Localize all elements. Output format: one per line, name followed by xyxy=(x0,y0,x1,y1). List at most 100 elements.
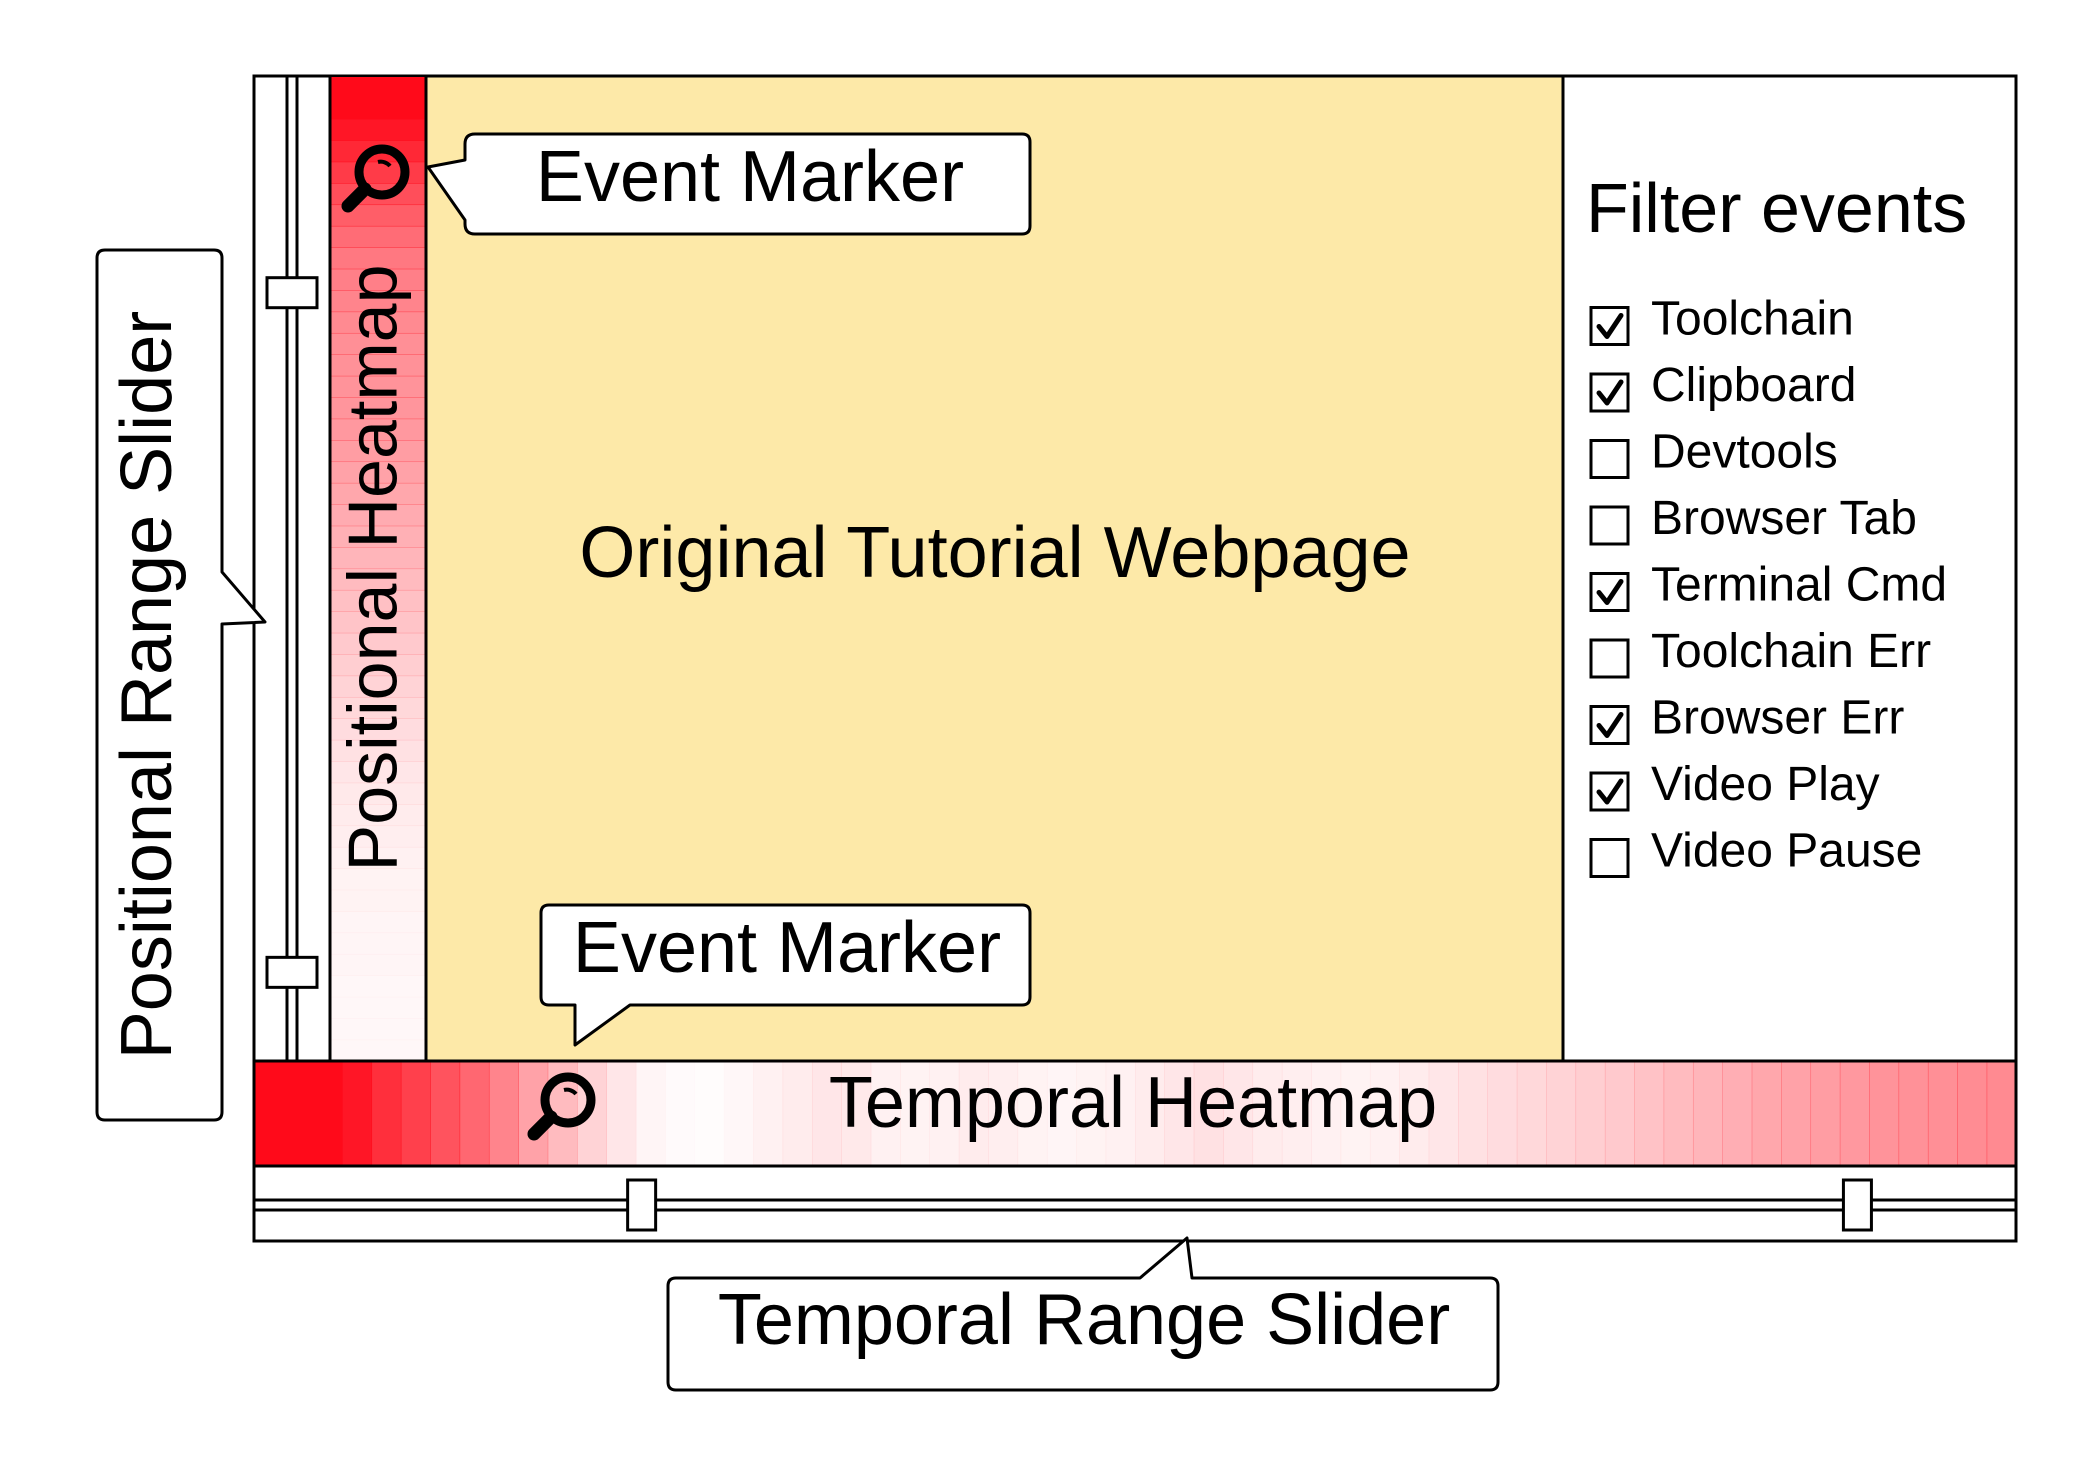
filter-checkbox[interactable] xyxy=(1589,439,1630,479)
temporal-heatmap-band xyxy=(1252,1061,1283,1166)
filter-checkbox[interactable] xyxy=(1589,771,1630,812)
positional-slider-handle-end[interactable] xyxy=(265,955,319,989)
temporal-heatmap-band xyxy=(958,1061,989,1166)
checkmark-icon xyxy=(1596,313,1624,339)
filter-item-label: Toolchain xyxy=(1651,293,1854,346)
positional-heatmap-band xyxy=(330,997,426,1019)
temporal-heatmap-band xyxy=(283,1061,314,1166)
positional-heatmap-band xyxy=(330,204,426,227)
filter-checkbox[interactable] xyxy=(1589,838,1630,878)
temporal-slider-handle-end[interactable] xyxy=(1841,1178,1873,1232)
temporal-slider-frame xyxy=(252,1164,2018,1243)
positional-heatmap-band xyxy=(330,461,426,484)
filter-title: Filter events xyxy=(1586,169,1967,247)
temporal-heatmap-band xyxy=(1311,1061,1342,1166)
webpage-label: Original Tutorial Webpage xyxy=(579,513,1410,593)
magnifier-icon[interactable] xyxy=(341,144,410,213)
temporal-range-slider[interactable] xyxy=(252,1164,2018,1243)
positional-heatmap-band xyxy=(330,525,426,548)
magnifier-icon[interactable] xyxy=(527,1072,596,1141)
temporal-heatmap-band xyxy=(988,1061,1019,1166)
positional-heatmap-band xyxy=(330,311,426,334)
positional-heatmap-band xyxy=(330,846,426,869)
positional-heatmap-band xyxy=(330,889,426,912)
event-marker-callout-bottom: Event Marker xyxy=(539,903,1032,1047)
event-marker-callout-top: Event Marker xyxy=(426,132,1032,236)
positional-heatmap-label: Positional Heatmap xyxy=(333,265,411,872)
temporal-heatmap-band xyxy=(400,1061,431,1166)
filter-item-label: Video Pause xyxy=(1651,825,1922,878)
temporal-range-slider-label: Temporal Range Slider xyxy=(718,1280,1450,1360)
filter-item-label: Devtools xyxy=(1651,426,1838,479)
filter-item[interactable]: Video Pause xyxy=(1589,825,1922,878)
temporal-heatmap-band xyxy=(841,1061,872,1166)
temporal-heatmap-band xyxy=(1575,1061,1606,1166)
temporal-heatmap-band xyxy=(1369,1061,1400,1166)
positional-heatmap-band xyxy=(330,332,426,355)
positional-heatmap-band xyxy=(330,782,426,805)
checkmark-icon xyxy=(1596,778,1624,805)
filter-item-label: Terminal Cmd xyxy=(1651,559,1947,612)
temporal-heatmap-label: Temporal Heatmap xyxy=(829,1063,1437,1143)
temporal-range-slider-callout: Temporal Range Slider xyxy=(666,1236,1500,1392)
filter-item[interactable]: Video Play xyxy=(1589,758,1880,812)
positional-heatmap-band xyxy=(330,504,426,527)
temporal-heatmap-band xyxy=(1487,1061,1518,1166)
positional-heatmap-band xyxy=(330,225,426,248)
temporal-heatmap-band xyxy=(518,1061,549,1166)
positional-heatmap-band xyxy=(330,247,426,270)
temporal-heatmap-band xyxy=(1869,1061,1900,1166)
temporal-heatmap-band xyxy=(1839,1061,1870,1166)
temporal-heatmap-band xyxy=(1751,1061,1782,1166)
filter-item[interactable]: Devtools xyxy=(1589,426,1838,479)
temporal-slider-handle-start[interactable] xyxy=(626,1178,658,1232)
filter-checkbox[interactable] xyxy=(1589,372,1630,413)
temporal-heatmap-band xyxy=(1017,1061,1048,1166)
positional-heatmap-band xyxy=(330,611,426,634)
temporal-heatmap-band xyxy=(724,1061,754,1166)
temporal-heatmap xyxy=(254,1061,2017,1166)
temporal-heatmap-band xyxy=(782,1061,813,1166)
temporal-heatmap-band xyxy=(929,1061,960,1166)
filter-item[interactable]: Terminal Cmd xyxy=(1589,559,1947,612)
filter-checkbox[interactable] xyxy=(1589,306,1630,346)
positional-heatmap-band xyxy=(330,825,426,848)
event-marker-label: Event Marker xyxy=(573,908,1001,988)
positional-slider-handle-start[interactable] xyxy=(265,276,319,310)
filter-item[interactable]: Toolchain Err xyxy=(1589,625,1931,679)
temporal-heatmap-band xyxy=(254,1061,284,1166)
filter-checkbox[interactable] xyxy=(1589,705,1630,745)
checkmark-icon xyxy=(1596,379,1624,406)
filter-item-label: Video Play xyxy=(1651,758,1880,811)
filter-item[interactable]: Toolchain xyxy=(1589,293,1854,346)
temporal-heatmap-band xyxy=(430,1061,461,1166)
event-marker-label: Event Marker xyxy=(536,137,964,217)
temporal-heatmap-band xyxy=(1604,1061,1635,1166)
filter-item-label: Browser Err xyxy=(1651,692,1904,745)
filter-item[interactable]: Browser Err xyxy=(1589,692,1904,745)
temporal-heatmap-band xyxy=(1458,1061,1488,1166)
filter-checkbox[interactable] xyxy=(1589,638,1630,679)
temporal-heatmap-band xyxy=(753,1061,784,1166)
filter-item-label: Clipboard xyxy=(1651,359,1856,412)
positional-heatmap-band xyxy=(330,397,426,420)
temporal-heatmap-band xyxy=(1810,1061,1841,1166)
checkmark-icon xyxy=(1596,712,1624,738)
temporal-heatmap-band xyxy=(1223,1061,1254,1166)
filter-checkbox[interactable] xyxy=(1589,572,1630,612)
temporal-heatmap-band xyxy=(1898,1061,1929,1166)
positional-heatmap-band xyxy=(330,953,426,976)
temporal-heatmap-band xyxy=(1281,1061,1312,1166)
filter-item[interactable]: Browser Tab xyxy=(1589,492,1917,546)
filter-item[interactable]: Clipboard xyxy=(1589,359,1856,413)
filter-checkbox[interactable] xyxy=(1589,505,1630,546)
positional-heatmap-band xyxy=(330,1018,426,1040)
positional-heatmap-band xyxy=(330,804,426,827)
positional-range-slider[interactable] xyxy=(252,74,332,1063)
temporal-heatmap-band xyxy=(459,1061,490,1166)
temporal-heatmap-band xyxy=(1546,1061,1577,1166)
positional-heatmap-band xyxy=(330,268,426,291)
temporal-heatmap-band xyxy=(811,1061,842,1166)
